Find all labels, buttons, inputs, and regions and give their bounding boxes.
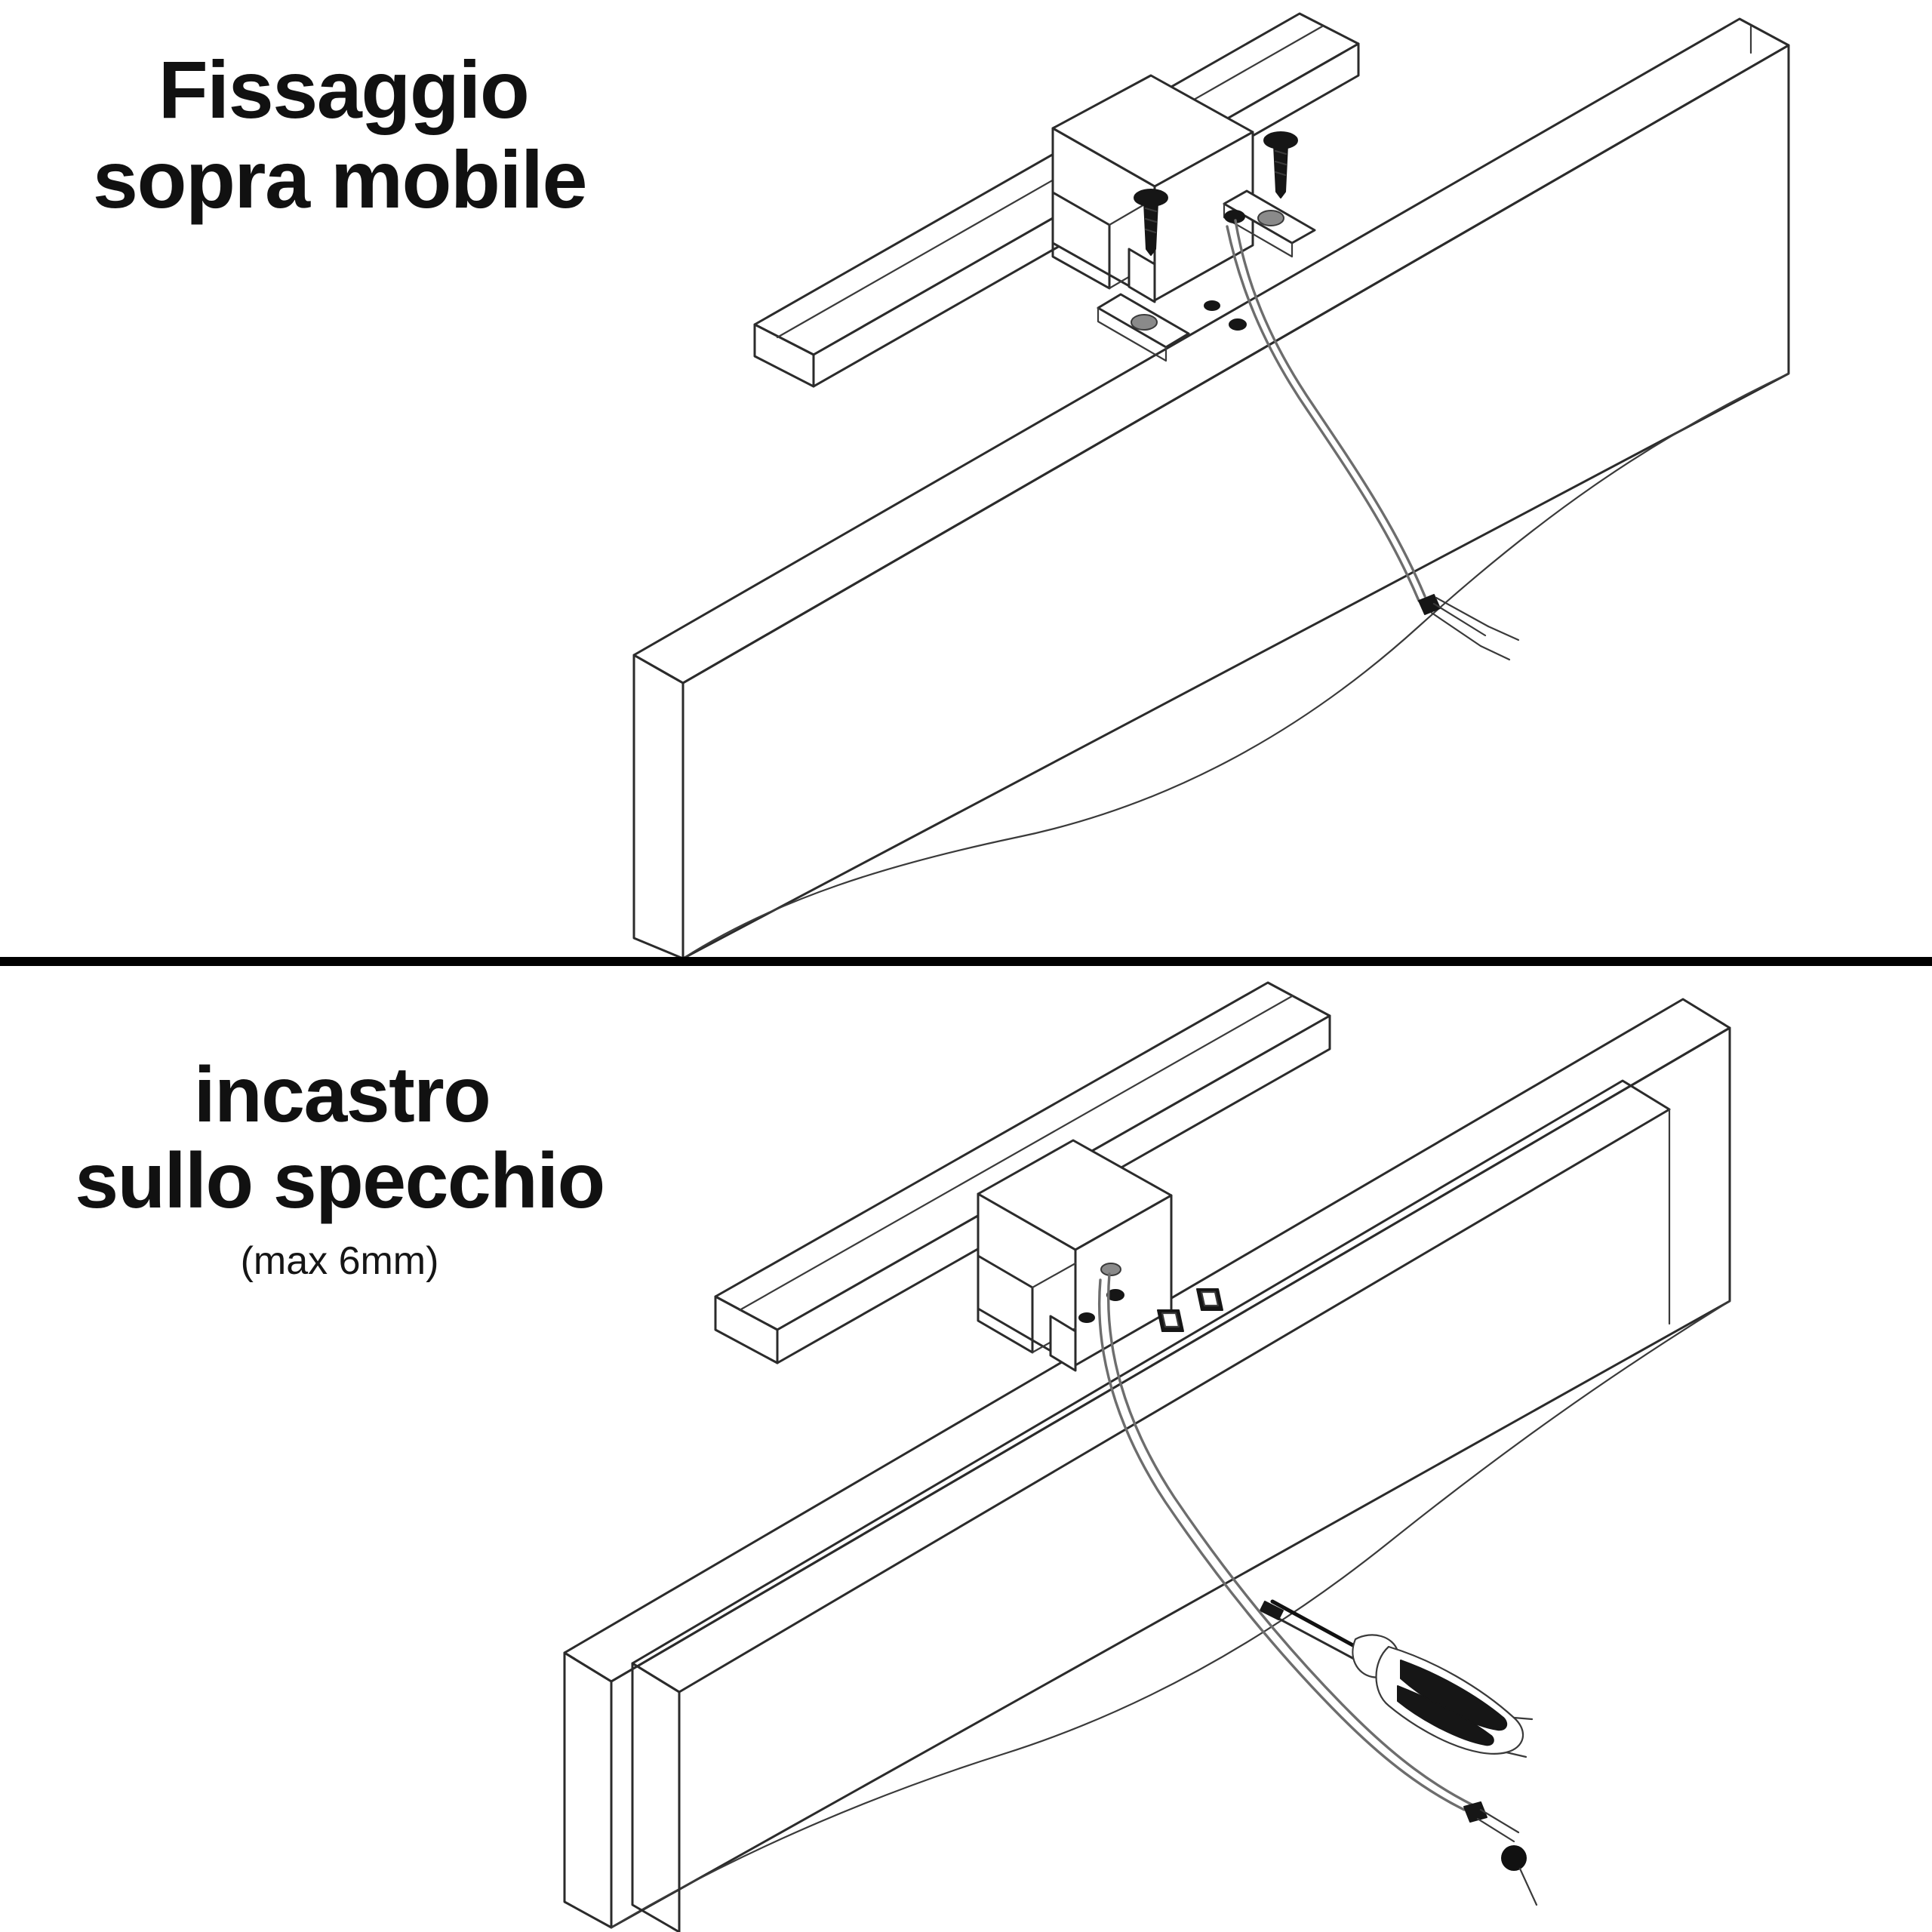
bracket-fixing-screw xyxy=(1204,210,1247,331)
rubber-spacer-pad xyxy=(1196,1288,1223,1311)
panel-divider xyxy=(0,957,1932,966)
panel-fissaggio-sopra-mobile: Fissaggio sopra mobile xyxy=(0,0,1932,964)
screwdriver xyxy=(1260,1599,1534,1758)
mounting-plate xyxy=(1097,189,1316,362)
title-bottom-line-2: sullo specchio xyxy=(75,1137,605,1226)
mirror-panel xyxy=(563,998,1731,1932)
page-title-bottom: incastro sullo specchio (max 6mm) xyxy=(23,1052,657,1283)
title-top-line-1: Fissaggio xyxy=(158,44,530,135)
page-title-top: Fissaggio sopra mobile xyxy=(30,45,649,225)
diagram-top-mounting-above-cabinet xyxy=(0,0,1932,964)
title-bottom-subtitle: (max 6mm) xyxy=(240,1238,439,1283)
diagram-bottom-layer xyxy=(0,969,1932,1932)
power-cable xyxy=(1097,1272,1538,1906)
panel-incastro-sullo-specchio: incastro sullo specchio (max 6mm) xyxy=(0,969,1932,1932)
title-top-line-2: sopra mobile xyxy=(92,133,588,225)
power-cable xyxy=(1226,219,1520,661)
u-bracket xyxy=(1051,74,1254,303)
title-bottom-line-1: incastro xyxy=(193,1051,491,1139)
rubber-spacer-pad xyxy=(1157,1309,1184,1332)
screw xyxy=(1263,131,1298,198)
screw xyxy=(1134,189,1168,256)
